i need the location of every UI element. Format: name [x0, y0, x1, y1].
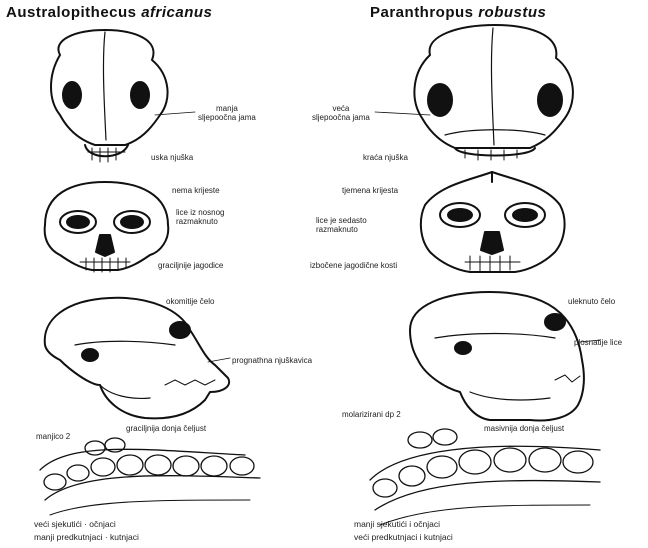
left-dental-arcade: [40, 438, 260, 515]
left-label-teeth: manjico 2: [36, 432, 70, 441]
left-temporal-line1: manja: [198, 104, 256, 113]
left-footer-line1: veći sjekutići · očnjaci: [34, 520, 116, 529]
right-label-flat-face: plosnatije lice: [574, 338, 622, 347]
right-dental-arcade: [370, 429, 600, 525]
right-temporal-line1: veća: [312, 104, 370, 113]
left-label-muzzle: uska njuška: [151, 153, 193, 162]
left-label-prognathism: prognathna njuškavica: [232, 356, 312, 365]
right-nasal-line2: razmaknuto: [316, 225, 367, 234]
right-temporal-line2: sljepoočna jama: [312, 113, 370, 122]
right-skull-front-view: [421, 172, 565, 272]
left-label-temporal-fossa: manja sljepoočna jama: [198, 104, 256, 122]
right-label-nasal: lice je sedasto razmaknuto: [316, 216, 367, 234]
right-label-mandible: masivnija donja čeljust: [484, 424, 564, 433]
left-footer-line2: manji predkutnjaci · kutnjaci: [34, 533, 139, 542]
right-label-temporal-fossa: veća sljepoočna jama: [312, 104, 370, 122]
right-label-crest: tjemena krijesta: [342, 186, 398, 195]
left-skull-top-view: [51, 30, 168, 162]
left-nasal-line2: razmaknuto: [176, 217, 224, 226]
right-label-forehead: uleknuto čelo: [568, 297, 615, 306]
left-nasal-line1: lice iz nosnog: [176, 208, 224, 217]
right-skull-side-view: [410, 292, 584, 420]
right-skull-top-view: [414, 25, 572, 160]
left-temporal-line2: sljepoočna jama: [198, 113, 256, 122]
right-footer-line1: manji sjekutići i očnjaci: [354, 520, 440, 529]
right-nasal-line1: lice je sedasto: [316, 216, 367, 225]
left-label-forehead: okomitije čelo: [166, 297, 214, 306]
right-footer-line2: veći predkutnjaci i kutnjaci: [354, 533, 453, 542]
right-label-cheekbones: izbočene jagodične kosti: [310, 261, 397, 270]
left-label-cheekbones: graciljnije jagodice: [158, 261, 223, 270]
left-skull-side-view: [45, 298, 229, 419]
right-label-teeth: molarizirani dp 2: [342, 410, 401, 419]
left-label-mandible: graciljnija donja čeljust: [126, 424, 206, 433]
left-skull-front-view: [45, 182, 169, 272]
left-label-crest: nema krijeste: [172, 186, 220, 195]
right-label-muzzle: kraća njuška: [363, 153, 408, 162]
left-label-nasal: lice iz nosnog razmaknuto: [176, 208, 224, 226]
